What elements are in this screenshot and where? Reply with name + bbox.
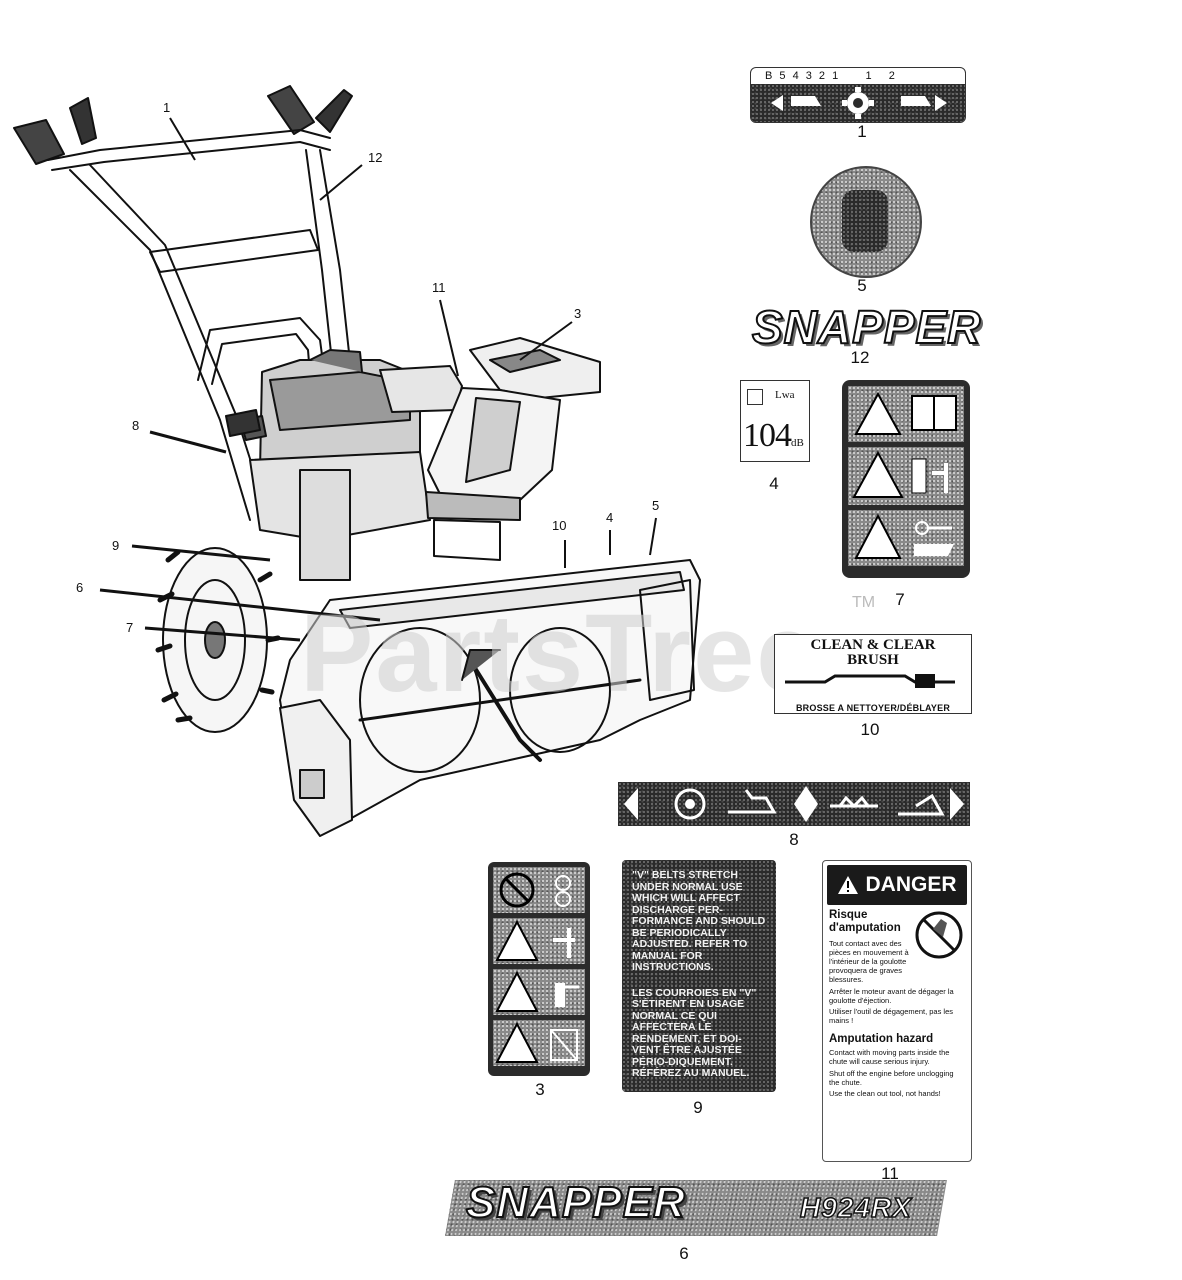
callout-10: 10 (552, 518, 567, 533)
decal-10: CLEAN & CLEAR BRUSH BROSSE A NETTOYER/DÉ… (774, 634, 972, 714)
callout-7: 7 (126, 620, 134, 635)
fr-title: Risque d'amputation (829, 909, 901, 934)
decal-10-line2: BRUSH (847, 652, 899, 668)
decal-3-panel-4 (493, 1020, 585, 1066)
en-bullet-1: Shut off the engine before unclogging th… (829, 1069, 954, 1087)
seal-emblem (842, 190, 888, 252)
decal-7 (842, 380, 970, 578)
callout-9: 9 (112, 538, 120, 553)
fr-body: Tout contact avec des pièces en mouvemen… (829, 939, 909, 984)
en-bullet-2: Use the clean out tool, not hands! (829, 1089, 941, 1098)
caption-6: 6 (679, 1244, 689, 1263)
decal-11: DANGER Risque d'amputation Tout contact … (822, 860, 972, 1162)
decal-7-panel-auger (848, 447, 964, 505)
caption-5: 5 (857, 276, 867, 295)
decal-4-lwa: Lwa (775, 389, 795, 401)
brush-tool-icon (785, 674, 955, 688)
decal-5-seal (810, 166, 922, 278)
decal-3-panel-1 (493, 867, 585, 913)
decal-6-logo: SNAPPER (465, 1177, 686, 1228)
decal-1-symbol-strip (751, 84, 965, 122)
decal-4: Lwa 104 dB (740, 380, 810, 462)
callout-8: 8 (132, 418, 140, 433)
caption-1: 1 (857, 122, 867, 141)
caption-3: 3 (535, 1080, 545, 1099)
danger-label: DANGER (865, 873, 957, 896)
decal-3 (488, 862, 590, 1076)
caption-10: 10 (860, 720, 880, 739)
decal-9-english: "V" BELTS STRETCH UNDER NORMAL USE WHICH… (632, 869, 766, 973)
callout-12: 12 (368, 150, 383, 165)
decal-10-footer: BROSSE A NETTOYER/DÉBLAYER (795, 703, 951, 713)
decal-9: "V" BELTS STRETCH UNDER NORMAL USE WHICH… (622, 860, 776, 1092)
decal-1-numbers: B 5 4 3 2 1 1 2 (765, 70, 897, 82)
callout-4: 4 (606, 510, 614, 525)
trademark-mark: TM (852, 594, 876, 611)
callout-3: 3 (574, 306, 582, 321)
danger-header: DANGER (827, 865, 967, 905)
callout-11: 11 (432, 280, 446, 295)
snowblower-illustration (13, 85, 701, 837)
decal-12-logo: SNAPPER (751, 300, 982, 354)
decal-7-panel-key (848, 510, 964, 566)
auger-hazard-icon (852, 450, 948, 498)
en-body: Contact with moving parts inside the chu… (829, 1048, 950, 1066)
callout-6: 6 (76, 580, 84, 595)
decal-7-panel-read-manual (848, 386, 964, 442)
warning-key-icon (854, 513, 954, 559)
sound-icon (747, 389, 763, 405)
decal-3-panel-3 (493, 969, 585, 1015)
fr-bullet-1: Arrêter le moteur avant de dégager la go… (829, 987, 954, 1005)
warning-auger-icon (495, 919, 575, 961)
caption-8: 8 (789, 830, 799, 849)
caption-4: 4 (769, 474, 779, 493)
decal-6-model: H924RX (799, 1191, 912, 1224)
en-title: Amputation hazard (829, 1033, 934, 1045)
fr-bullet-2: Utiliser l'outil de dégagement, pas les … (829, 1007, 953, 1025)
caption-12: 12 (850, 348, 870, 367)
diamond-icon (794, 786, 818, 822)
decal-1: B 5 4 3 2 1 1 2 (750, 67, 966, 123)
callout-5: 5 (652, 498, 660, 513)
decal-11-french: Risque d'amputation Tout contact avec de… (823, 909, 971, 1025)
decal-4-unit: dB (791, 437, 804, 449)
decal-9-french: LES COURROIES EN "V" S'ÉTIRENT EN USAGE … (632, 986, 757, 1079)
gear-and-drive-icons (771, 87, 947, 119)
chute-icon (898, 793, 945, 816)
watermark-text: PartsTree (300, 592, 820, 715)
wheel-drive-icon (674, 788, 706, 820)
left-arrow-icon (624, 788, 638, 820)
decal-3-panel-2 (493, 918, 585, 964)
decal-4-value: 104 (743, 417, 792, 454)
no-hands-icon (499, 872, 571, 908)
no-hands-in-chute-icon (915, 911, 963, 959)
caption-9: 9 (693, 1098, 703, 1117)
warning-triangle-icon (838, 876, 859, 894)
decal-10-line1: CLEAN & CLEAR (810, 637, 936, 653)
warning-read-manual-icon (854, 391, 957, 435)
decal-11-english: Amputation hazard Contact with moving pa… (823, 1033, 971, 1098)
decal-8-symbols (624, 786, 964, 822)
decal-8 (618, 782, 970, 826)
warning-key-icon (495, 970, 579, 1012)
caption-11: 11 (881, 1164, 899, 1183)
right-arrow-icon (950, 788, 964, 820)
caption-7: 7 (895, 590, 905, 609)
auger-icon (830, 795, 878, 809)
pedal-icon (728, 789, 777, 814)
callout-1: 1 (163, 100, 171, 115)
warning-thrown-objects-icon (495, 1021, 578, 1063)
